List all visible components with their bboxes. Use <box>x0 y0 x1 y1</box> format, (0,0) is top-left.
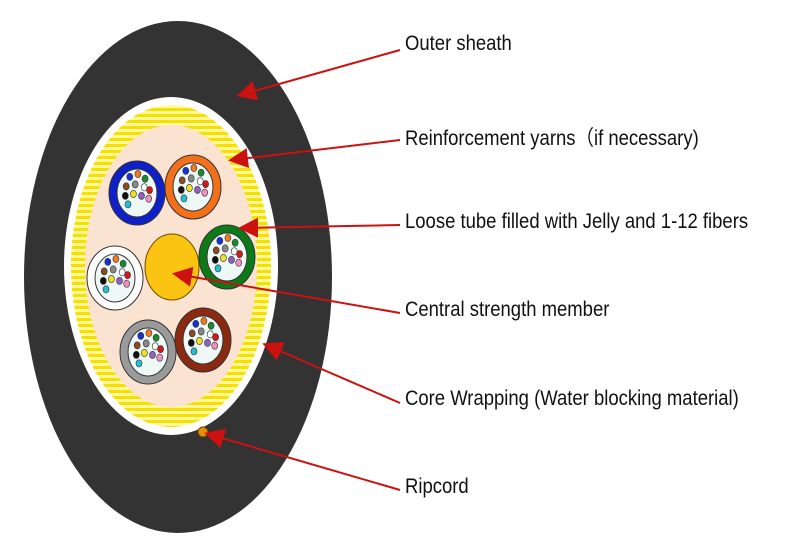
fiber <box>146 186 153 195</box>
fiber <box>190 347 198 356</box>
fiber <box>118 268 126 277</box>
fiber <box>230 247 238 256</box>
fiber <box>235 258 242 267</box>
fiber <box>112 255 120 263</box>
fiber <box>212 333 219 342</box>
fiber <box>149 350 156 359</box>
label-ripcord: Ripcord <box>405 475 469 498</box>
fiber <box>178 185 185 194</box>
fiber <box>200 317 208 325</box>
fiber <box>196 177 204 186</box>
fiber <box>145 329 153 337</box>
fiber <box>186 184 193 192</box>
arrow-outer-sheath <box>236 49 401 101</box>
fiber <box>194 185 201 194</box>
fiber <box>224 234 232 242</box>
arrow-ripcord <box>204 428 401 491</box>
label-loose-tube: Loose tube filled with Jelly and 1-12 fi… <box>405 210 749 233</box>
fiber <box>141 349 148 357</box>
fiber <box>100 276 107 285</box>
arrow-core-wrapping <box>262 342 401 404</box>
fiber <box>211 341 218 350</box>
loose-tube <box>108 160 166 226</box>
arrow-central-strength-member <box>172 266 401 314</box>
label-core-wrapping: Core Wrapping (Water blocking material) <box>405 387 739 410</box>
fiber <box>100 267 108 276</box>
central-strength-member <box>144 233 200 301</box>
fiber <box>196 337 203 345</box>
fiber <box>108 275 115 283</box>
fiber <box>152 333 160 342</box>
fiber <box>138 191 145 200</box>
arrow-reinforcement-yarns <box>228 139 401 169</box>
ripcord <box>197 426 209 438</box>
fiber <box>124 200 132 209</box>
fiber <box>104 257 112 266</box>
loose-tube <box>198 224 256 290</box>
fiber <box>137 331 145 340</box>
fiber <box>124 271 131 280</box>
fiber <box>102 285 110 294</box>
fiber <box>140 183 148 192</box>
fiber <box>190 164 198 172</box>
fiber <box>207 321 215 330</box>
fiber <box>187 174 195 183</box>
fiber <box>206 330 214 339</box>
fiber <box>178 176 186 185</box>
loose-tube <box>164 154 222 220</box>
fiber <box>151 342 159 351</box>
fiber <box>197 168 205 177</box>
label-central-strength-member: Central strength member <box>405 298 610 321</box>
fiber <box>188 338 195 347</box>
fiber <box>212 246 220 255</box>
fiber <box>216 236 224 245</box>
fiber <box>145 194 152 203</box>
fiber <box>122 191 129 200</box>
fiber <box>228 255 235 264</box>
fiber <box>231 238 239 247</box>
fiber <box>134 170 142 178</box>
fiber <box>133 341 141 350</box>
fiber <box>130 190 137 198</box>
fiber <box>119 259 127 268</box>
fiber <box>109 265 117 274</box>
fiber <box>212 255 219 264</box>
fiber <box>201 188 208 197</box>
fiber <box>126 172 134 181</box>
loose-tube <box>86 245 144 311</box>
fiber <box>192 319 200 328</box>
fiber <box>182 166 190 175</box>
fiber <box>135 359 143 368</box>
fiber <box>180 194 188 203</box>
fiber <box>116 276 123 285</box>
arrow-loose-tube <box>238 217 401 238</box>
fiber <box>202 180 209 189</box>
fiber <box>122 182 130 191</box>
fiber <box>220 254 227 262</box>
fiber <box>131 180 139 189</box>
fiber <box>214 264 222 273</box>
fiber <box>133 350 140 359</box>
loose-tube <box>174 307 232 373</box>
label-outer-sheath: Outer sheath <box>405 32 512 55</box>
fiber <box>123 279 130 288</box>
fiber <box>142 339 150 348</box>
fiber <box>236 250 243 259</box>
label-reinforcement-yarns: Reinforcement yarns（if necessary) <box>405 127 699 150</box>
fiber <box>197 327 205 336</box>
fiber <box>157 345 164 354</box>
fiber <box>204 338 211 347</box>
fiber <box>188 329 196 338</box>
fiber <box>156 353 163 362</box>
fiber <box>221 244 229 253</box>
fiber <box>141 174 149 183</box>
loose-tube <box>119 319 177 385</box>
